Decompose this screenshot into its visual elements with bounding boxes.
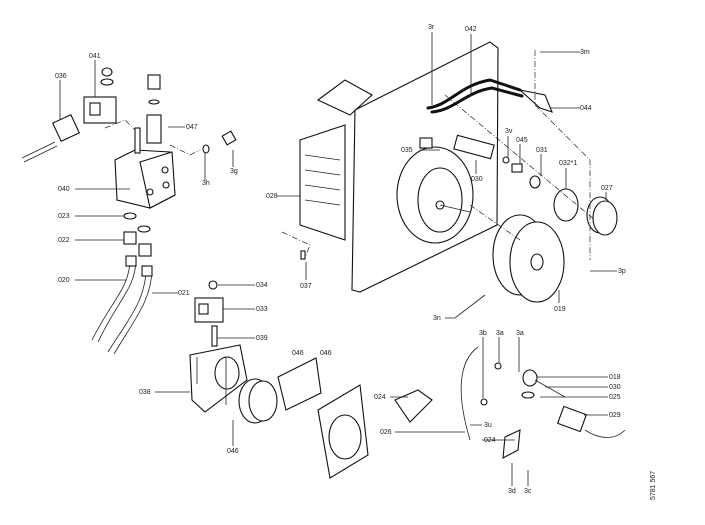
label-3v: 3v <box>505 128 513 135</box>
label-028: 028 <box>266 193 278 200</box>
drawing-number: 5781 567 <box>650 471 657 500</box>
cover-046 <box>317 384 369 479</box>
label-3b: 3b <box>479 330 487 337</box>
label-024: 024 <box>374 394 386 401</box>
cable-029 <box>556 405 626 438</box>
label-046-gasket: 046 <box>292 350 304 357</box>
label-046-cover: 046 <box>320 350 332 357</box>
mounting-plate <box>351 41 499 293</box>
label-3g: 3g <box>230 168 238 175</box>
label-026: 026 <box>380 429 392 436</box>
label-038: 038 <box>139 389 151 396</box>
coil-033 <box>194 280 224 323</box>
oring-032 <box>553 188 579 222</box>
nut-3b <box>480 398 488 406</box>
label-036: 036 <box>55 73 67 80</box>
power-cable-036 <box>21 113 81 163</box>
gasket-046 <box>277 357 322 411</box>
screw-3a <box>494 362 502 370</box>
label-3u: 3u <box>484 422 492 429</box>
label-029: 029 <box>609 412 621 419</box>
label-041: 041 <box>89 53 101 60</box>
label-027: 027 <box>601 185 613 192</box>
label-020: 020 <box>58 277 70 284</box>
nut-3v <box>502 156 510 164</box>
label-044: 044 <box>580 105 592 112</box>
label-023: 023 <box>58 213 70 220</box>
gear-046 <box>238 378 278 424</box>
label-031: 031 <box>536 147 548 154</box>
label-021: 021 <box>178 290 190 297</box>
label-030-2: 030 <box>609 384 621 391</box>
cables-042 <box>426 78 524 114</box>
label-3c: 3c <box>524 488 532 495</box>
label-018: 018 <box>609 374 621 381</box>
label-3p: 3p <box>618 268 626 275</box>
label-3m: 3m <box>580 49 590 56</box>
label-040: 040 <box>58 186 70 193</box>
label-046-gear: 046 <box>227 448 239 455</box>
fittings-022-023 <box>123 212 152 257</box>
stem-039 <box>211 325 218 347</box>
screw-037 <box>300 250 306 260</box>
filter-047 <box>146 74 162 144</box>
hoses-020-021 <box>91 255 153 355</box>
part-labels: 036 041 047 3g 3h 040 023 022 020 021 02… <box>55 24 657 500</box>
pump-040 <box>114 127 176 209</box>
label-3a: 3a <box>496 330 504 337</box>
leader-lines <box>59 32 617 486</box>
head-027 <box>586 196 618 236</box>
label-025: 025 <box>609 394 621 401</box>
plug-3g <box>221 130 237 146</box>
pump-038 <box>189 344 248 413</box>
label-3r: 3r <box>428 24 435 31</box>
wire-026 <box>460 346 479 441</box>
label-045: 045 <box>516 137 528 144</box>
label-022: 022 <box>58 237 70 244</box>
ignition-035-030 <box>419 134 495 160</box>
label-033: 033 <box>256 306 268 313</box>
nozzle-045 <box>511 163 523 173</box>
label-030: 030 <box>471 176 483 183</box>
bracket-024 <box>502 429 521 459</box>
motor-028 <box>299 79 373 241</box>
fan-wheel-019 <box>492 214 565 303</box>
label-047: 047 <box>186 124 198 131</box>
bracket-044 <box>518 89 553 113</box>
label-3n: 3n <box>433 315 441 322</box>
coil-041 <box>83 67 117 124</box>
label-3a-2: 3a <box>516 330 524 337</box>
electrode-018-030-025 <box>521 369 566 399</box>
label-024-2: 024 <box>484 437 496 444</box>
label-034: 034 <box>256 282 268 289</box>
label-3h: 3h <box>202 180 210 187</box>
label-037: 037 <box>300 283 312 290</box>
seal-3h <box>202 144 210 154</box>
label-032: 032*1 <box>559 160 577 167</box>
baffle-024 <box>394 389 433 423</box>
label-019: 019 <box>554 306 566 313</box>
label-035: 035 <box>401 147 413 154</box>
oring-031 <box>529 175 541 189</box>
label-3d: 3d <box>508 488 516 495</box>
label-042: 042 <box>465 26 477 33</box>
label-039: 039 <box>256 335 268 342</box>
